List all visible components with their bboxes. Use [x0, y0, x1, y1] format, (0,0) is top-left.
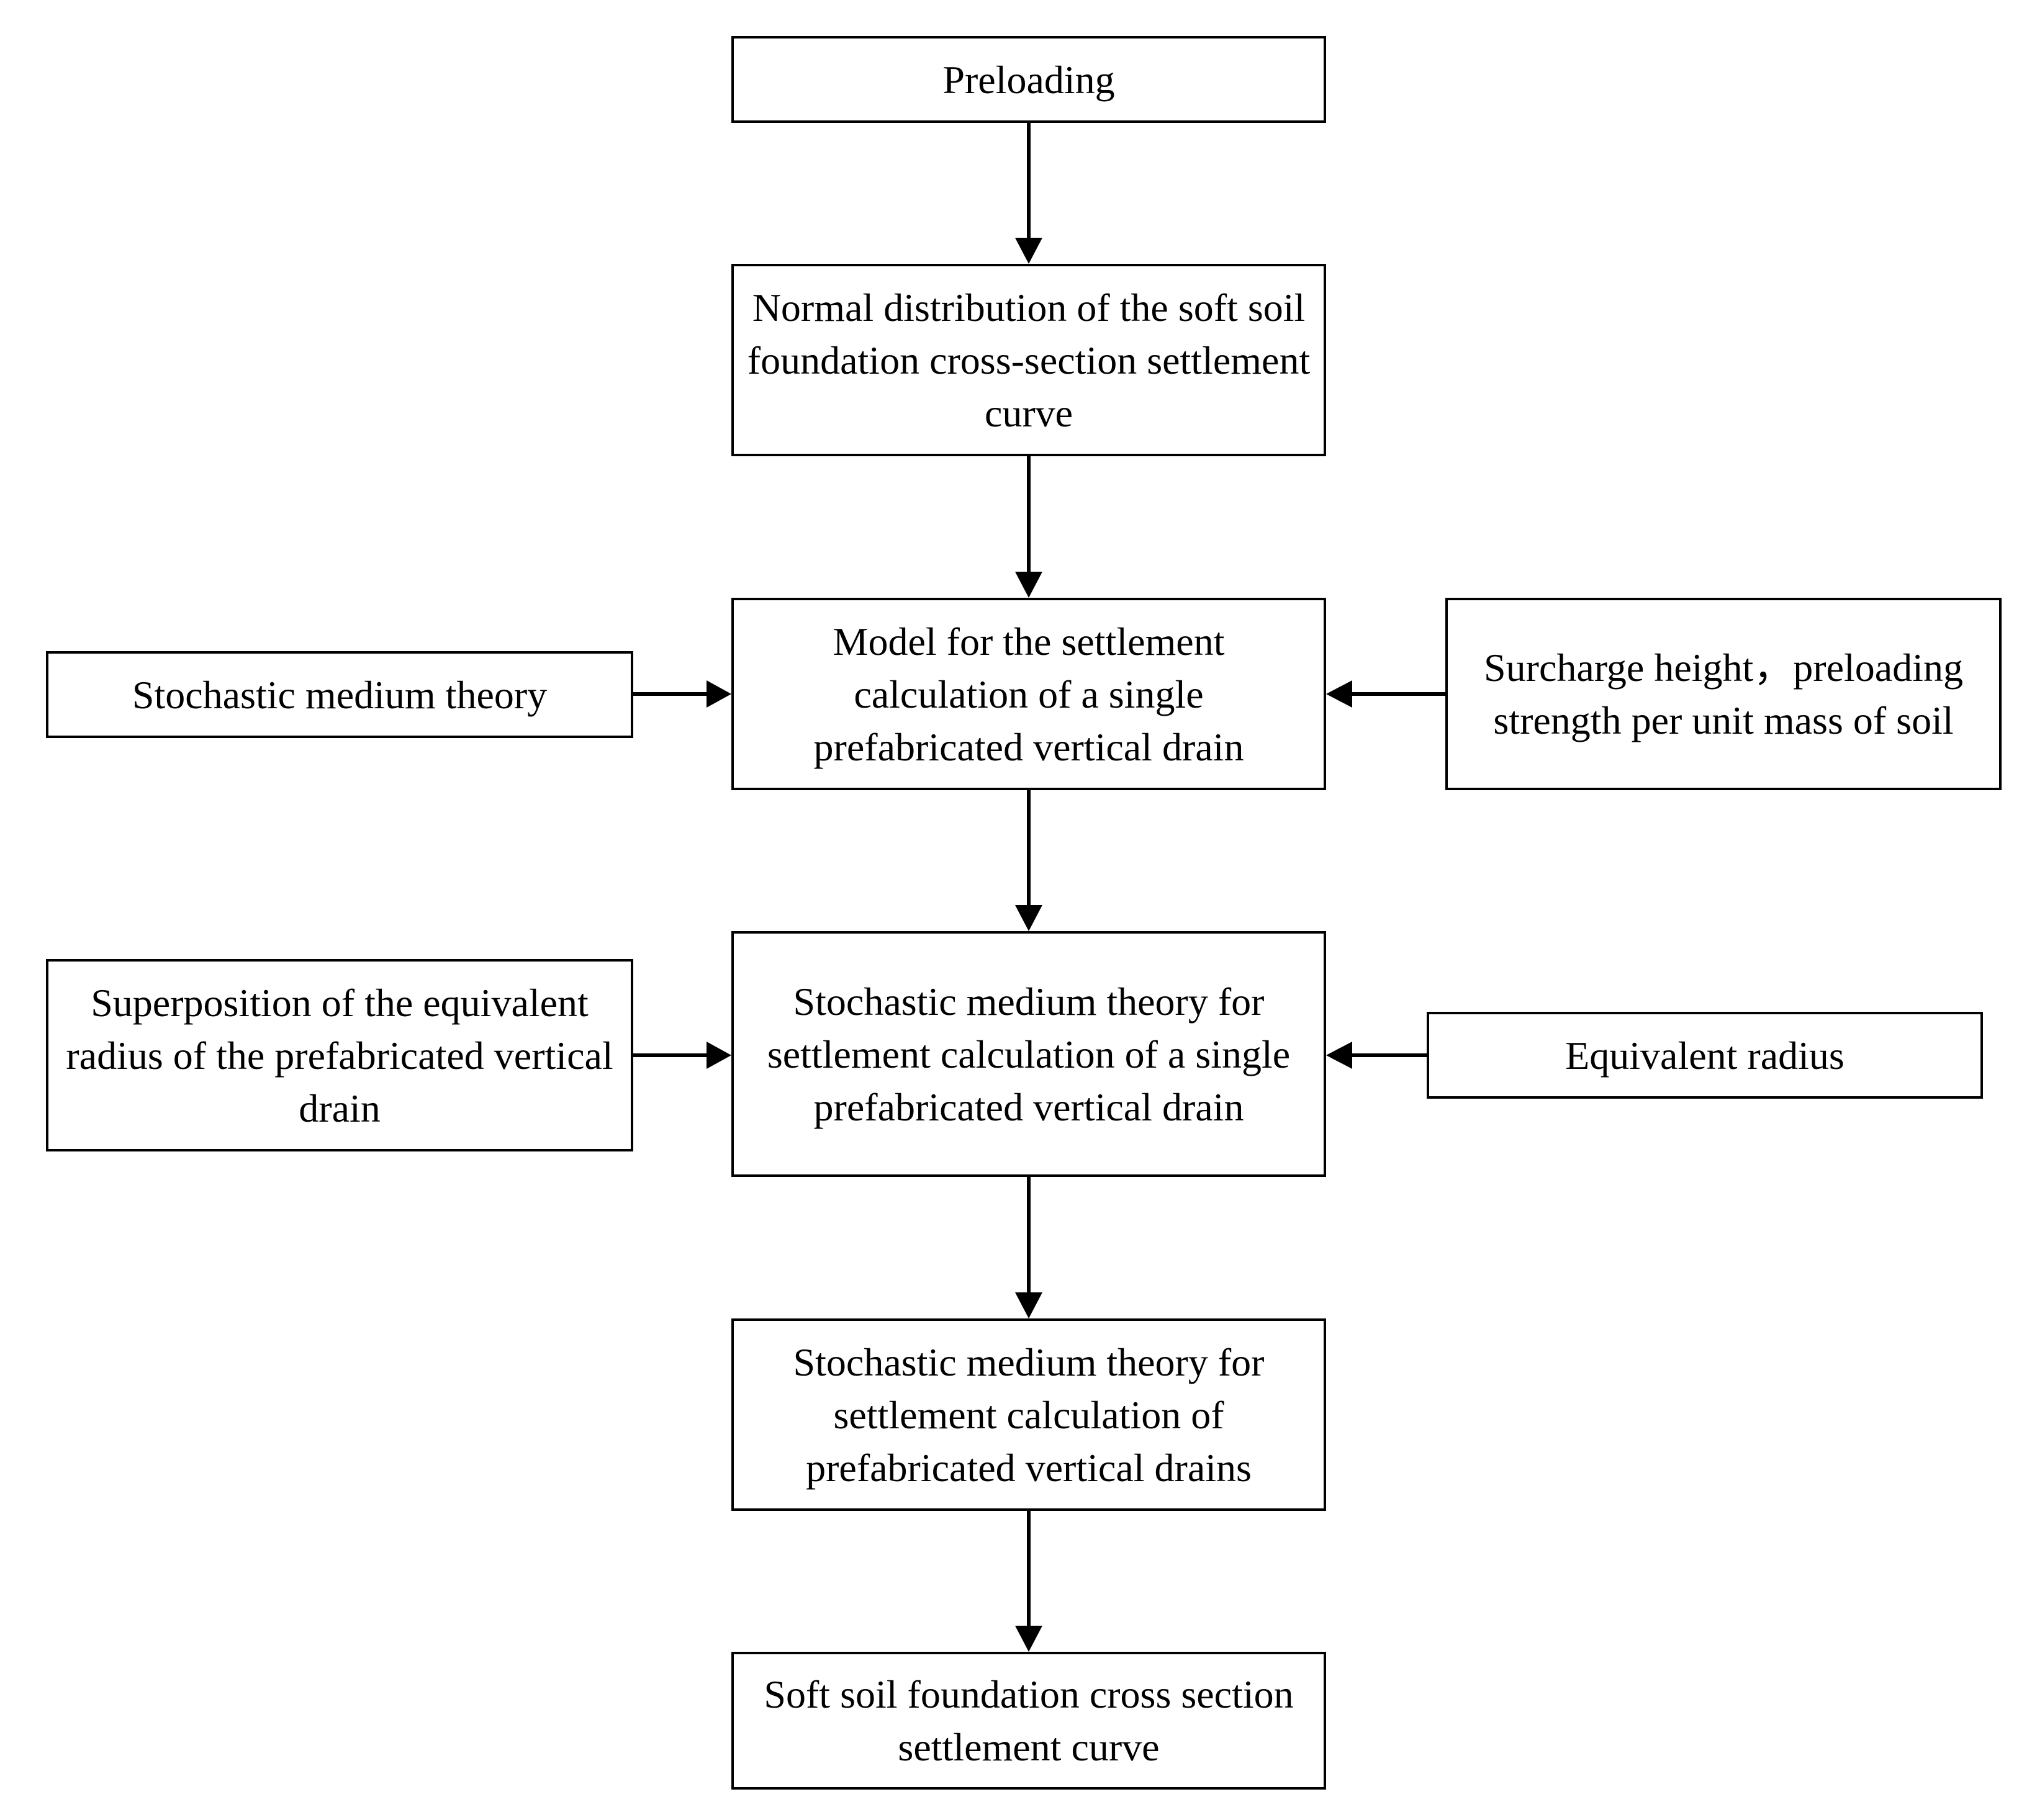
arrowhead-normal-to-model [1015, 572, 1042, 598]
node-preloading: Preloading [731, 36, 1326, 123]
node-normal-distribution: Normal distribution of the soft soil fou… [731, 264, 1326, 456]
node-equivalent-radius: Equivalent radius [1427, 1012, 1983, 1099]
node-equivalent-radius-label: Equivalent radius [1565, 1033, 1845, 1078]
node-model-single-drain: Model for the settlement calculation of … [731, 598, 1326, 790]
node-surcharge-label: Surcharge height，preloading strength per… [1484, 646, 1963, 742]
arrowhead-equivalent-radius-to-stochastic-single [1326, 1042, 1352, 1069]
arrowhead-model-to-stochastic-single [1015, 905, 1042, 931]
node-preloading-label: Preloading [942, 57, 1115, 102]
node-superposition-label: Superposition of the equivalent radius o… [66, 980, 613, 1130]
node-stochastic-multiple-drains-label: Stochastic medium theory for settlement … [793, 1340, 1265, 1490]
node-stochastic-single-drain: Stochastic medium theory for settlement … [731, 931, 1326, 1177]
node-stochastic-medium-theory: Stochastic medium theory [46, 651, 633, 738]
node-result-settlement-curve-label: Soft soil foundation cross section settl… [764, 1672, 1294, 1769]
node-surcharge: Surcharge height，preloading strength per… [1445, 598, 2002, 790]
arrowhead-multiple-to-result [1015, 1626, 1042, 1652]
node-stochastic-single-drain-label: Stochastic medium theory for settlement … [767, 979, 1291, 1129]
node-superposition: Superposition of the equivalent radius o… [46, 959, 633, 1151]
arrowhead-superposition-to-stochastic-single [707, 1042, 731, 1069]
node-result-settlement-curve: Soft soil foundation cross section settl… [731, 1652, 1326, 1790]
node-stochastic-medium-theory-label: Stochastic medium theory [132, 672, 548, 717]
arrowhead-stochastic-single-to-multiple [1015, 1292, 1042, 1318]
arrowhead-preloading-to-normal-distribution [1015, 238, 1042, 264]
arrowhead-surcharge-to-model [1326, 680, 1352, 708]
node-model-single-drain-label: Model for the settlement calculation of … [813, 619, 1244, 769]
node-stochastic-multiple-drains: Stochastic medium theory for settlement … [731, 1318, 1326, 1511]
arrowhead-stochastic-theory-to-model [707, 680, 731, 708]
node-normal-distribution-label: Normal distribution of the soft soil fou… [747, 285, 1311, 435]
